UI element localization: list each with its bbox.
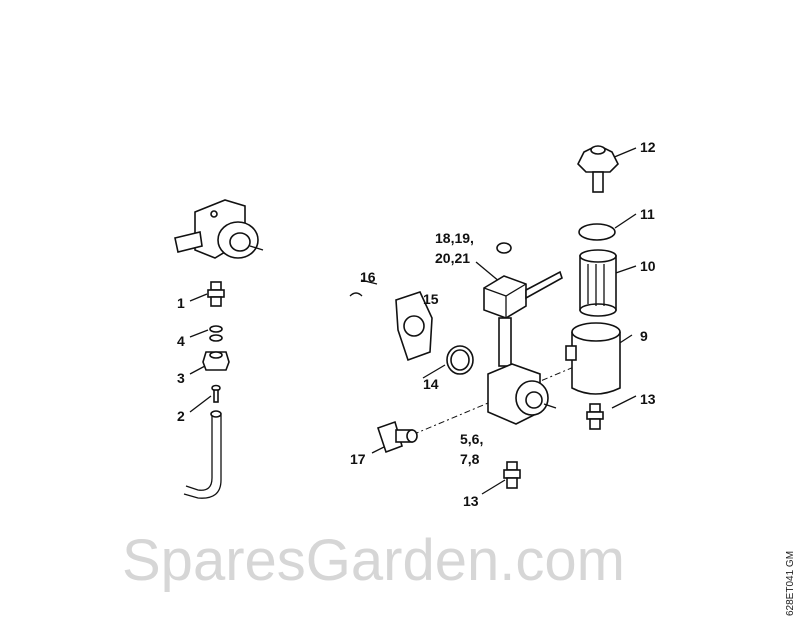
label-18-19: 18,19,: [435, 230, 474, 246]
part-2-screw: [211, 384, 221, 403]
label-13-lower: 13: [463, 493, 479, 509]
label-5-6: 5,6,: [460, 431, 483, 447]
label-13-right: 13: [640, 391, 656, 407]
part-15-flange: [395, 291, 433, 362]
label-2: 2: [177, 408, 185, 424]
part-10-filter-element: [579, 249, 617, 317]
part-9-filter-bowl: [565, 322, 621, 395]
label-11: 11: [640, 206, 655, 222]
part-16-pin: [349, 292, 363, 297]
drawing-code: 628ET041 GM: [785, 551, 796, 616]
watermark: SparesGarden.com: [122, 528, 625, 593]
hose: [183, 410, 222, 499]
label-15: 15: [423, 291, 439, 307]
part-5-pump-body: [487, 363, 557, 425]
part-3-nut: [202, 351, 230, 371]
label-12: 12: [640, 139, 656, 155]
label-1: 1: [177, 295, 185, 311]
label-20-21: 20,21: [435, 250, 470, 266]
label-3: 3: [177, 370, 185, 386]
part-17-elbow: [376, 420, 418, 454]
part-12-knob: [577, 145, 619, 193]
part-13-fitting-lower: [503, 461, 521, 489]
label-17: 17: [350, 451, 366, 467]
part-4-ring: [209, 325, 223, 342]
label-7-8: 7,8: [460, 451, 480, 467]
label-4: 4: [177, 333, 185, 349]
part-14-gasket: [446, 345, 474, 375]
label-9: 9: [640, 328, 648, 344]
label-16: 16: [360, 269, 376, 285]
label-14: 14: [423, 376, 439, 392]
label-10: 10: [640, 258, 656, 274]
part-18-solenoid: [483, 242, 563, 367]
pump-assembly-left: [174, 199, 264, 259]
part-11-o-ring: [578, 223, 616, 241]
part-1-fitting: [207, 281, 225, 307]
part-13-fitting-right: [586, 403, 604, 430]
